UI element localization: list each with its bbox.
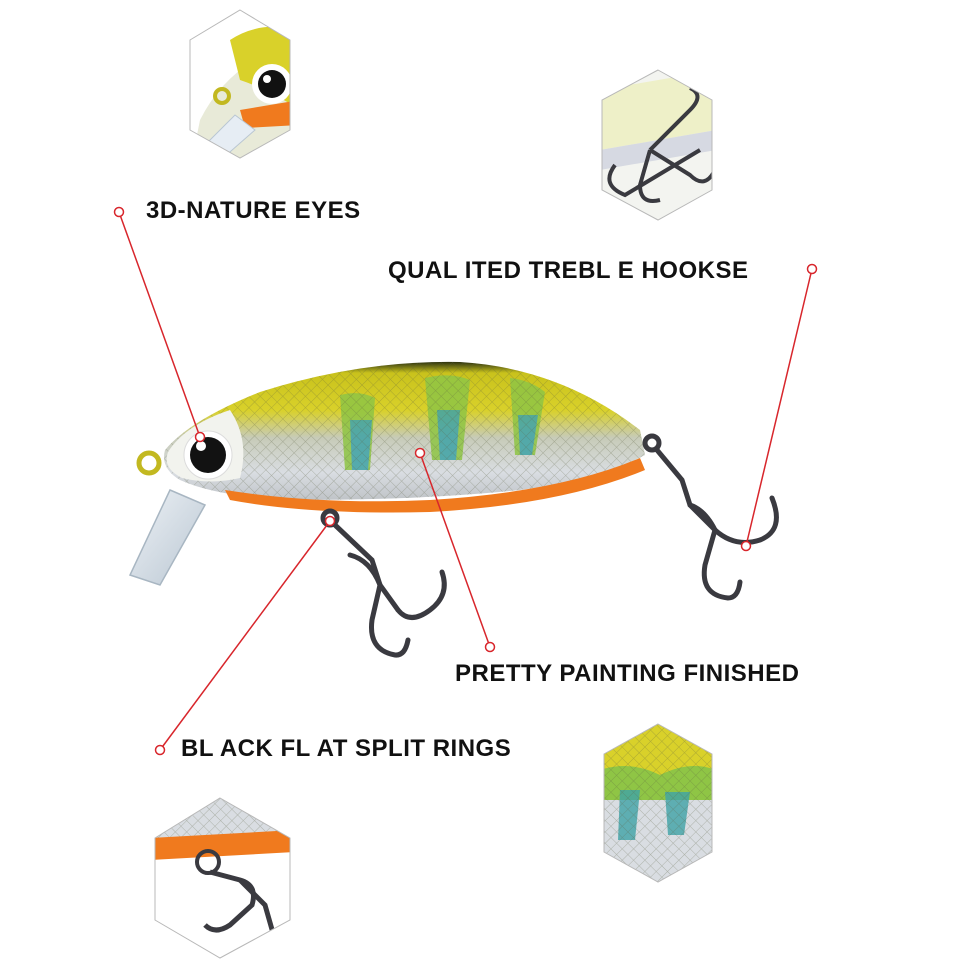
diving-lip: [128, 489, 207, 586]
lure-eye-icon: [183, 430, 233, 480]
callout-eyes-label: 3D-NATURE EYES: [146, 197, 361, 224]
callout-hooks-label: QUAL ITED TREBL E HOOKSE: [388, 257, 749, 284]
tail-treble-hook-icon: [642, 433, 779, 601]
belly-treble-hook-icon: [320, 508, 447, 658]
line-tie-icon: [136, 450, 162, 476]
scale-pattern-closeup-icon: [603, 723, 713, 883]
callout-painting-label: PRETTY PAINTING FINISHED: [455, 660, 800, 687]
callout-split-rings-label: BL ACK FL AT SPLIT RINGS: [181, 735, 512, 762]
split-ring-closeup-icon: [154, 797, 291, 959]
fishing-lure: [128, 361, 779, 658]
callout-lines: [113, 206, 818, 756]
treble-hook-closeup-icon: [601, 69, 713, 221]
eye-closeup-icon: [189, 9, 291, 159]
orange-belly: [225, 458, 645, 513]
